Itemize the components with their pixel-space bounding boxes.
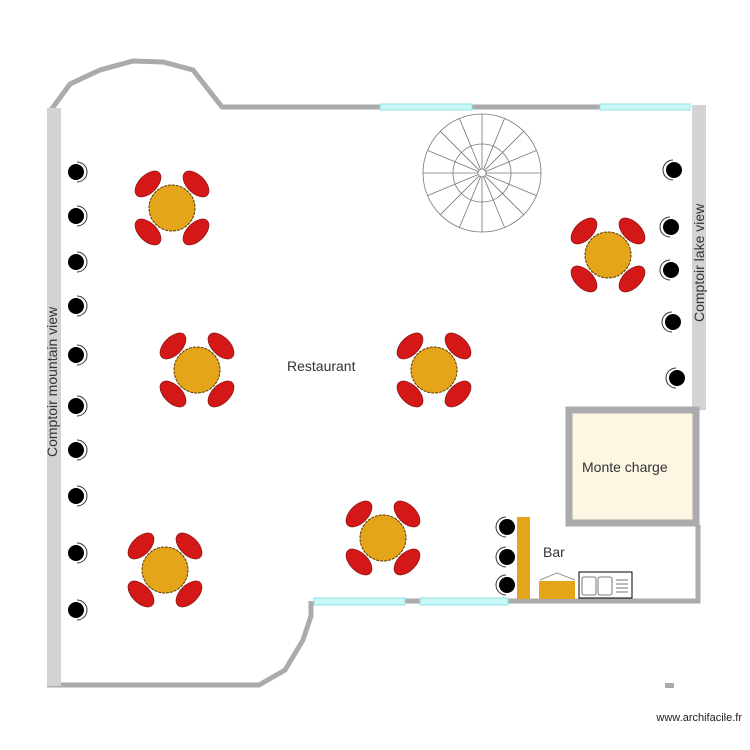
bottom-left-wall (47, 601, 314, 688)
stool-icon (495, 574, 515, 596)
chair-icon (618, 217, 646, 245)
sink-icon (578, 571, 633, 599)
table-with-chairs (134, 170, 210, 246)
counter-lake-view-label: Comptoir lake view (691, 203, 707, 322)
watermark: www.archifacile.fr (656, 712, 742, 724)
stool-icon (68, 542, 88, 564)
table-with-chairs (127, 532, 203, 608)
stool-icon (495, 546, 515, 568)
stool-icon (495, 516, 515, 538)
window-bottom-2 (419, 597, 509, 606)
chair-icon (159, 332, 187, 360)
table-icon (359, 514, 407, 562)
windows (313, 103, 691, 606)
counter-mountain-view-label: Comptoir mountain view (44, 306, 60, 457)
stool-icon (68, 295, 88, 317)
chair-icon (393, 548, 421, 576)
bar-counter-small (539, 581, 575, 599)
chair-icon (618, 265, 646, 293)
bar-counter-roof (539, 572, 576, 581)
chair-icon (396, 332, 424, 360)
table-icon (584, 231, 632, 279)
chair-icon (134, 218, 162, 246)
window-top-1 (379, 103, 473, 111)
table-icon (173, 346, 221, 394)
stool-icon (665, 367, 685, 389)
counter-right-bar (692, 105, 706, 410)
small-marker (665, 683, 674, 688)
monte-charge-room (565, 406, 700, 527)
window-top-2 (599, 103, 691, 111)
chair-icon (396, 380, 424, 408)
table-with-chairs (570, 217, 646, 293)
counter-left-bar (47, 108, 61, 686)
tables (127, 170, 646, 608)
chair-icon (570, 217, 598, 245)
walls (47, 58, 701, 688)
table-icon (148, 184, 196, 232)
chair-icon (444, 380, 472, 408)
chair-icon (570, 265, 598, 293)
chair-icon (134, 170, 162, 198)
restaurant-label: Restaurant (287, 358, 356, 374)
monte-charge-label: Monte charge (582, 459, 668, 475)
chair-icon (182, 218, 210, 246)
stool-icon (68, 251, 88, 273)
chair-icon (207, 380, 235, 408)
stool-icon (68, 395, 88, 417)
stools (68, 159, 685, 621)
stool-icon (68, 439, 88, 461)
chair-icon (127, 580, 155, 608)
spiral-staircase-icon (422, 113, 542, 233)
table-with-chairs (345, 500, 421, 576)
stool-icon (68, 161, 88, 183)
stool-icon (661, 311, 681, 333)
chair-icon (159, 380, 187, 408)
bar-label: Bar (543, 544, 565, 560)
stool-icon (68, 344, 88, 366)
stool-icon (659, 259, 679, 281)
chair-icon (393, 500, 421, 528)
table-with-chairs (159, 332, 235, 408)
stool-icon (68, 485, 88, 507)
top-curved-wall (48, 58, 380, 112)
chair-icon (182, 170, 210, 198)
table-icon (410, 346, 458, 394)
stool-icon (68, 205, 88, 227)
chair-icon (345, 548, 373, 576)
table-icon (141, 546, 189, 594)
chair-icon (345, 500, 373, 528)
chair-icon (127, 532, 155, 560)
chair-icon (444, 332, 472, 360)
stool-icon (68, 599, 88, 621)
chair-icon (207, 332, 235, 360)
stool-icon (662, 159, 682, 181)
stool-icon (659, 216, 679, 238)
chair-icon (175, 580, 203, 608)
window-bottom-1 (313, 597, 406, 606)
table-with-chairs (396, 332, 472, 408)
bar-bottom-wall (508, 525, 701, 604)
bar-counter-vertical (517, 517, 530, 599)
chair-icon (175, 532, 203, 560)
